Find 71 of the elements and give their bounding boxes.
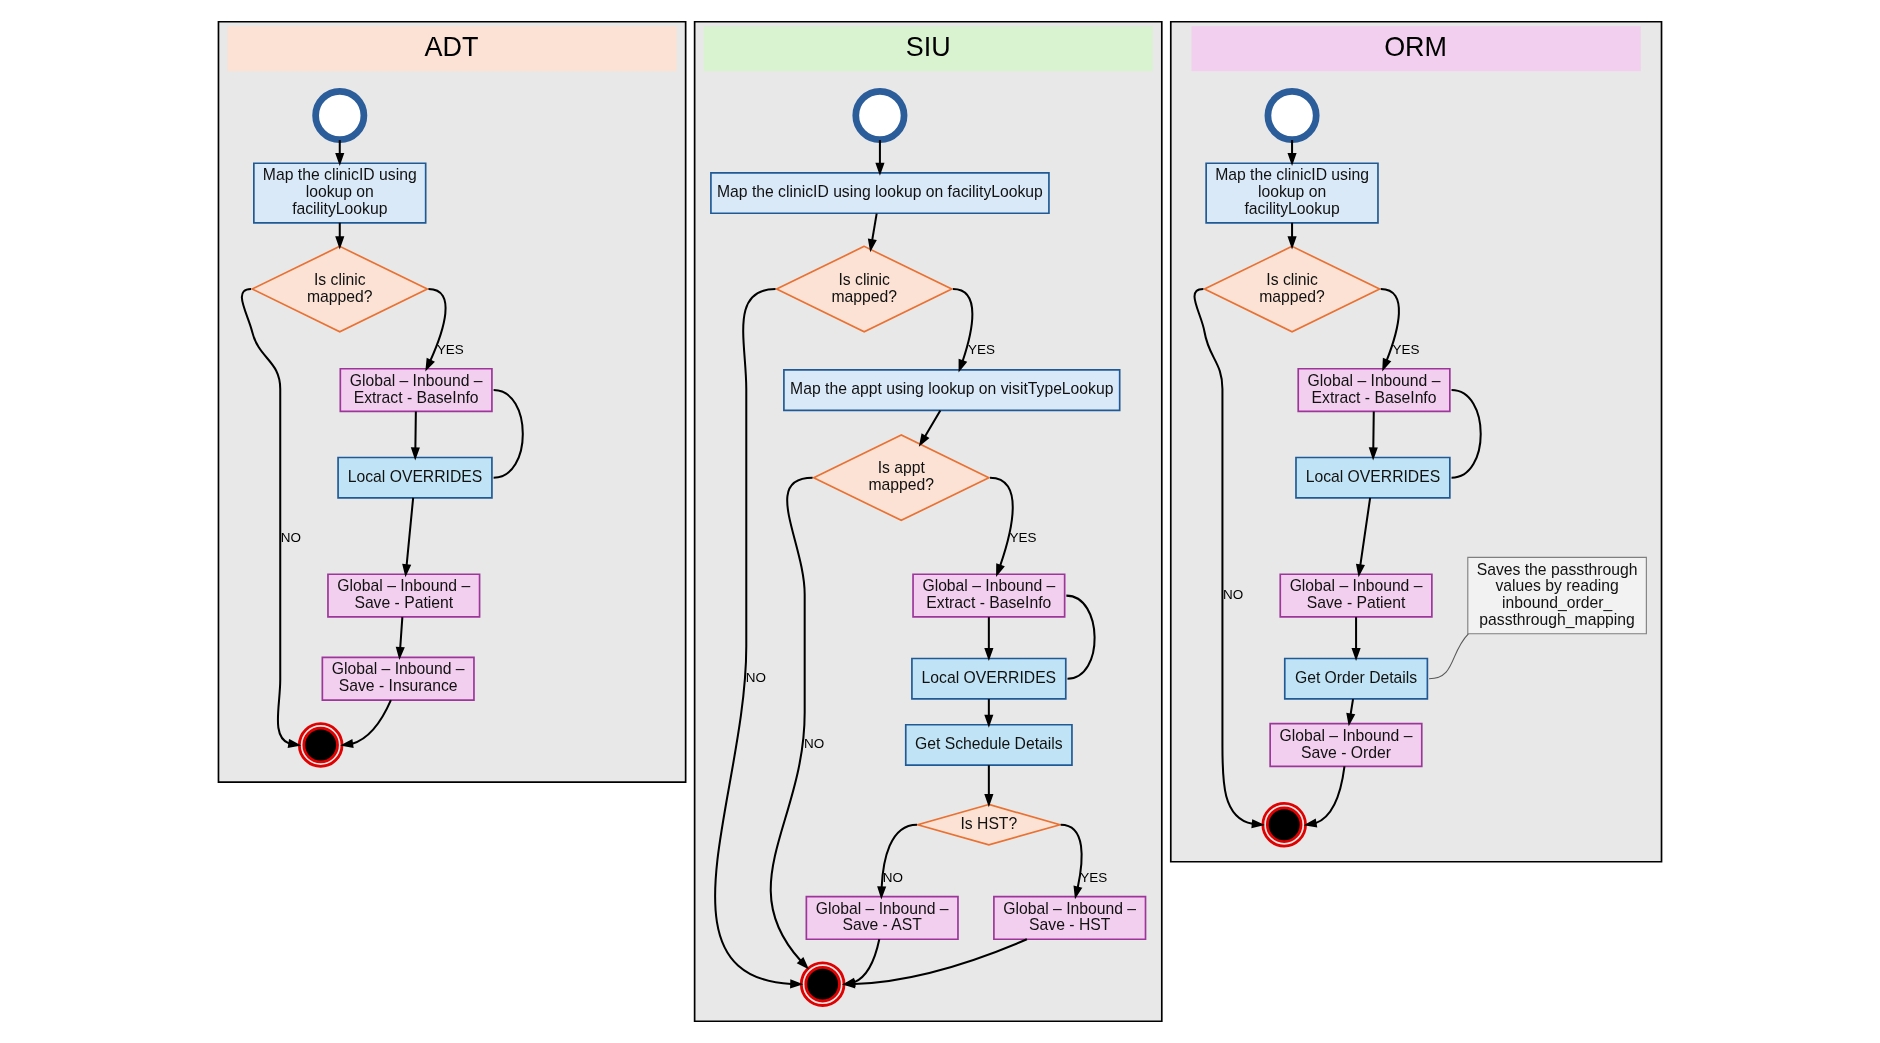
node-box: Global – Inbound – Save - HST [993,895,1147,941]
node-box: Get Schedule Details [904,723,1073,767]
connector [493,389,524,479]
arrow [952,288,974,373]
arrow [984,617,994,662]
node-circle [297,722,344,768]
edge-label: YES [1392,341,1420,357]
arrow [867,213,878,253]
node-box: Global – Inbound – Save - Order [1269,722,1423,768]
node-box: Local OVERRIDES [1295,456,1451,499]
connector [1066,594,1096,680]
node-box: Map the clinicID using lookup on facilityLookup [253,162,427,224]
node-circle [1264,88,1320,144]
node-box: Get Order Details [1283,657,1429,700]
node-circle [312,88,368,144]
arrow [989,476,1014,578]
node-box: Map the appt using lookup on visitTypeLookup [783,369,1121,412]
node-box: Global – Inbound – Extract - BaseInfo [1297,367,1451,413]
arrow [340,699,392,749]
node-circle [799,961,846,1007]
edge-label: YES [1009,530,1037,546]
edge-label: NO [1223,587,1244,603]
node-box: Map the clinicID using lookup on facilityLookup [710,171,1050,215]
arrow [984,699,994,728]
node-box: Global – Inbound – Extract - BaseInfo [339,367,493,413]
arrow [1368,411,1378,461]
arrow [918,410,942,447]
node-box: Map the clinicID using lookup on facilityLookup [1205,162,1379,224]
node-box: Global – Inbound – Save - Patient [1279,573,1433,618]
node-box: Global – Inbound – Save - Insurance [321,656,475,701]
edge-label: YES [968,341,996,357]
arrow [1287,140,1297,166]
edge-label: YES [436,341,464,357]
node-circle [852,88,908,144]
arrow [395,617,405,660]
arrow [769,476,813,970]
arrow [1193,288,1265,829]
arrow [1060,823,1083,900]
arrow [877,823,918,900]
arrow [1346,698,1356,727]
arrow [1287,222,1297,250]
node-box: Local OVERRIDES [337,456,493,499]
connector [1428,633,1469,680]
arrow [1355,497,1372,578]
node-box: Local OVERRIDES [911,657,1067,700]
arrow [335,222,345,250]
edge-label: YES [1080,869,1108,885]
node-box: Saves the passthrough values by reading inbound_order_ passthrough_mapping [1467,556,1647,635]
arrow [240,288,302,748]
arrow [1303,766,1346,828]
node-box: Global – Inbound – Save - AST [805,895,959,941]
connector [1451,389,1482,479]
node-box: Global – Inbound – Extract - BaseInfo [912,573,1066,618]
arrow [1380,288,1400,372]
edge-label: NO [280,530,302,546]
arrow [1351,617,1361,662]
edge-label: NO [745,670,766,686]
arrow [714,288,804,989]
node-circle [1261,801,1307,848]
node-diamond: Is clinic mapped? [774,245,954,333]
node-box: Global – Inbound – Save - Patient [327,573,481,618]
edge-label: NO [882,869,903,885]
arrow [875,140,885,176]
arrow [335,140,345,166]
edge-label: NO [804,736,825,752]
arrow [410,411,420,461]
arrow [984,765,994,808]
arrow [402,497,415,578]
node-diamond: Is HST? [914,803,1064,846]
node-diamond: Is clinic mapped? [250,245,430,333]
node-diamond: Is clinic mapped? [1202,245,1382,333]
